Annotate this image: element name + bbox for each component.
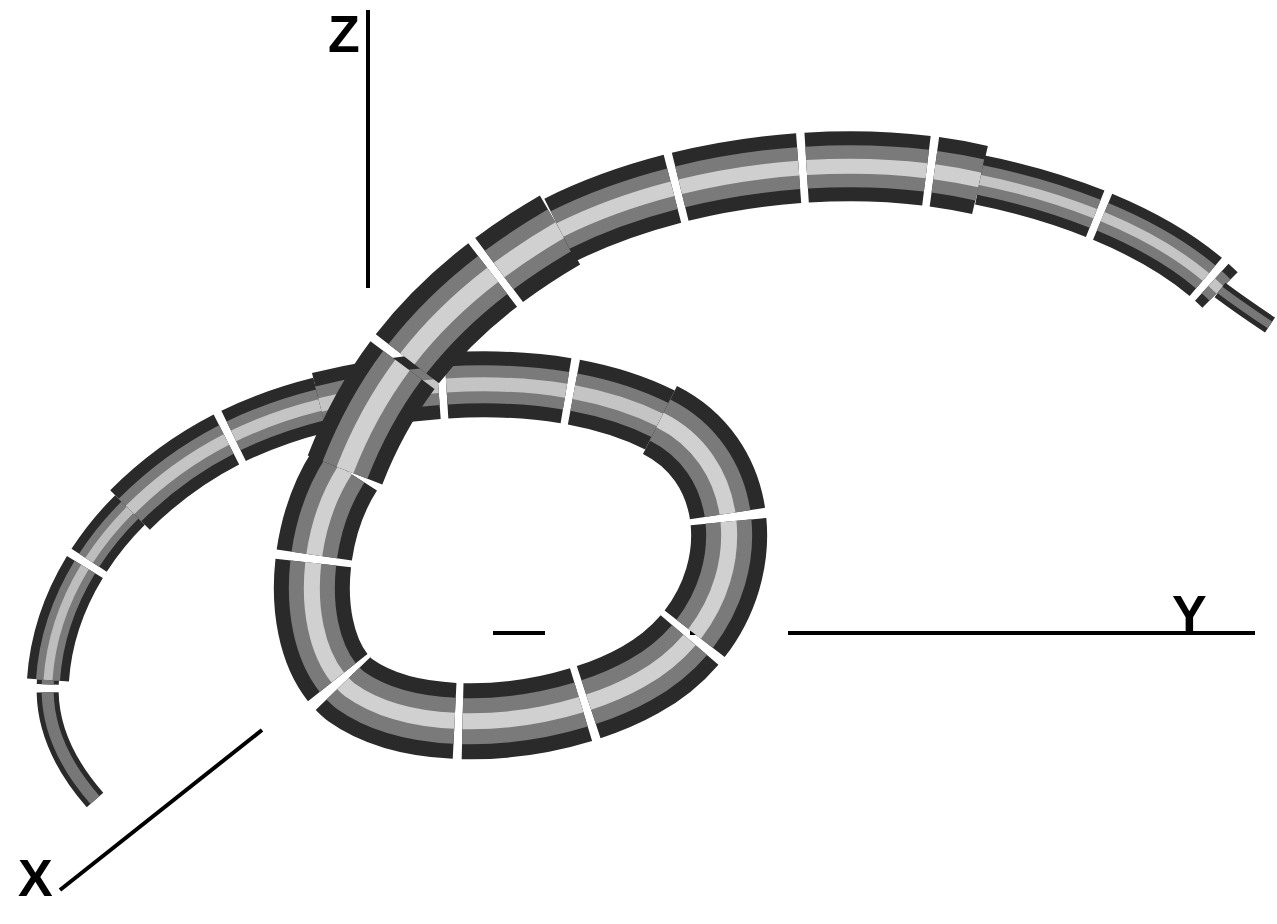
axis-label: Z <box>328 8 360 60</box>
front-horn <box>345 166 1270 470</box>
y-axis-hidden-dash <box>493 631 545 635</box>
x-axis <box>60 730 262 890</box>
axis-label: X <box>18 852 53 904</box>
axes <box>60 10 1255 890</box>
z-axis <box>366 10 370 288</box>
axis-label: Y <box>1172 588 1207 640</box>
tube <box>48 166 1270 800</box>
